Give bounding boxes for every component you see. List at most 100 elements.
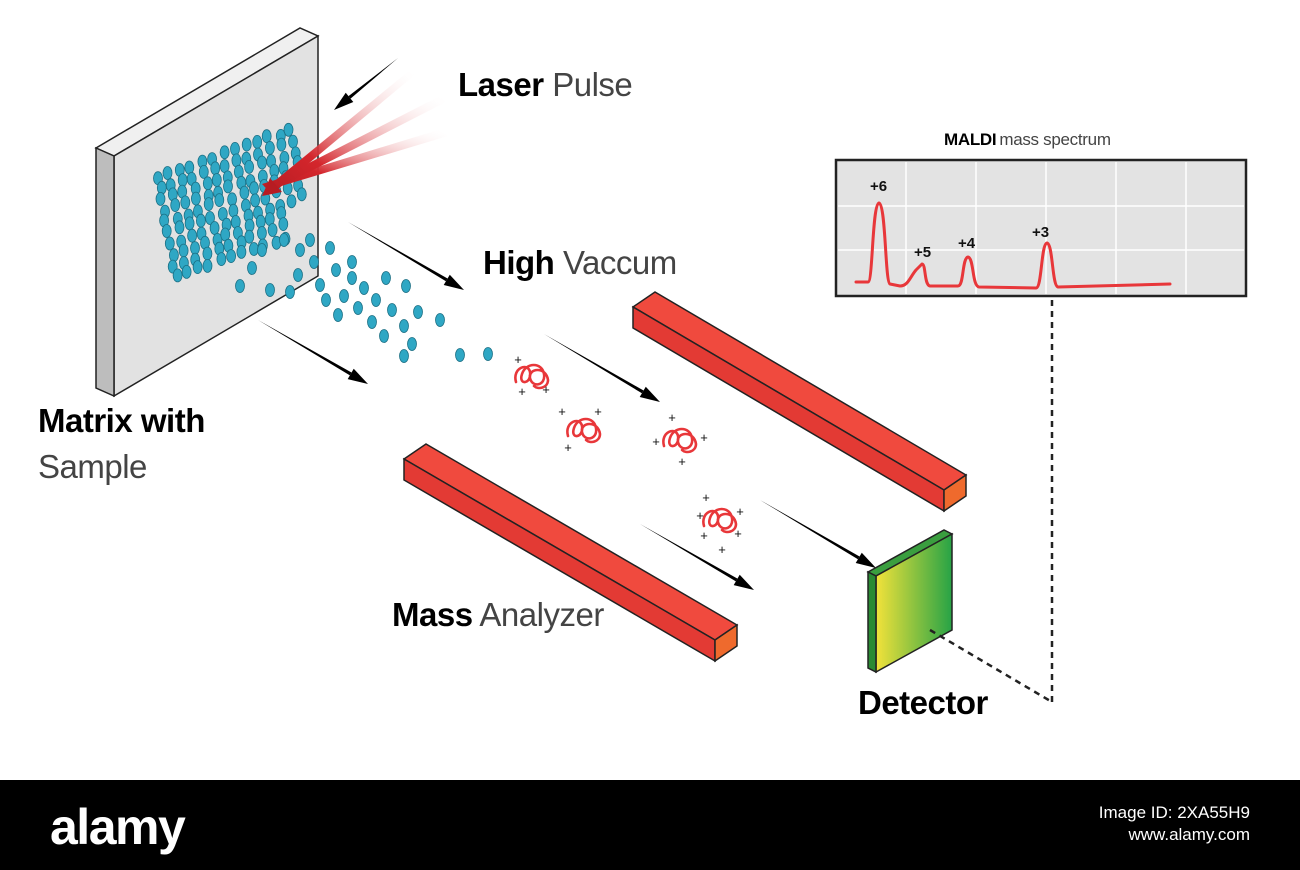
matrix-molecule — [219, 145, 230, 160]
desorbed-molecule — [257, 243, 267, 257]
desorbed-molecule — [407, 337, 417, 351]
matrix-molecule — [174, 220, 185, 235]
matrix-label-line1: Matrix with — [38, 402, 205, 440]
desorbed-molecule — [285, 285, 295, 299]
svg-text:+: + — [734, 526, 742, 541]
matrix-molecule — [214, 193, 225, 208]
desorbed-molecule — [247, 261, 257, 275]
matrix-molecule — [231, 153, 242, 168]
matrix-molecule — [230, 141, 240, 156]
laser-beams — [262, 70, 448, 196]
desorbed-molecule — [367, 315, 377, 329]
image-code: Image ID: 2XA55H9 www.alamy.com — [1099, 802, 1250, 846]
vacuum-label-bold: High — [483, 244, 555, 281]
maldi-diagram: ++++++++++++++++ — [94, 27, 1248, 704]
matrix-molecule — [172, 268, 183, 283]
high-vacuum-label: High Vaccum — [483, 244, 677, 282]
matrix-molecule — [181, 264, 192, 279]
matrix-label-light: Sample — [38, 448, 147, 485]
desorbed-molecule — [295, 243, 305, 257]
protein-ion: ++++++ — [696, 490, 744, 557]
peak-label-plus6: +6 — [870, 178, 888, 195]
desorbed-molecule — [235, 279, 245, 293]
matrix-molecule — [203, 197, 214, 212]
matrix-molecule — [249, 181, 259, 196]
matrix-molecule — [202, 258, 213, 273]
matrix-molecule — [187, 228, 198, 243]
desorbed-molecule — [331, 263, 341, 277]
desorbed-molecule — [455, 348, 465, 362]
desorbed-molecule — [371, 293, 381, 307]
desorbed-molecule — [399, 349, 409, 363]
peak-label-plus3: +3 — [1032, 224, 1050, 241]
svg-text:+: + — [514, 352, 522, 367]
matrix-molecule — [296, 187, 307, 202]
matrix-molecule — [226, 249, 237, 264]
desorbed-molecule — [333, 308, 343, 322]
svg-text:+: + — [564, 440, 572, 455]
desorbed-molecule — [325, 241, 335, 255]
matrix-molecule — [261, 129, 272, 144]
mass-label-bold: Mass — [392, 596, 473, 633]
trajectory-arrow — [348, 222, 464, 290]
matrix-molecule — [250, 193, 261, 208]
matrix-molecule — [241, 137, 252, 152]
protein-ions: ++++++++++++++++ — [514, 352, 744, 557]
desorbed-molecule — [321, 293, 331, 307]
upper-mass-analyzer-bar — [631, 291, 968, 513]
matrix-molecule — [248, 242, 259, 256]
svg-text:+: + — [718, 542, 726, 557]
svg-text:+: + — [736, 504, 744, 519]
matrix-label-line2: Sample — [38, 448, 147, 486]
matrix-molecule — [216, 252, 227, 267]
trajectory-arrow — [334, 58, 398, 110]
matrix-molecule — [267, 223, 278, 237]
matrix-molecule — [202, 246, 213, 261]
matrix-molecule — [190, 191, 201, 206]
desorbed-molecule — [399, 319, 409, 333]
desorbed-molecule — [309, 255, 319, 269]
spectrum-trace — [854, 201, 1172, 290]
matrix-molecule — [162, 166, 173, 180]
desorbed-molecule — [293, 268, 303, 282]
desorbed-molecule — [359, 281, 369, 295]
laser-label-bold: Laser — [458, 66, 544, 103]
lower-mass-analyzer-bar — [402, 443, 739, 663]
matrix-molecule — [239, 185, 250, 200]
svg-text:+: + — [668, 410, 676, 425]
svg-text:+: + — [696, 508, 704, 523]
matrix-molecule — [184, 160, 195, 175]
desorbed-molecule — [347, 255, 357, 269]
desorbed-molecule — [413, 305, 423, 319]
matrix-molecule — [190, 241, 200, 256]
matrix-molecule — [252, 134, 263, 149]
trajectory-arrow — [258, 320, 368, 384]
desorbed-molecule — [347, 271, 357, 285]
svg-text:+: + — [558, 404, 566, 419]
mass-label-light: Analyzer — [479, 596, 604, 633]
desorbed-molecule — [305, 233, 315, 247]
matrix-molecule — [283, 122, 294, 137]
mass-spectrum-panel — [834, 158, 1248, 298]
matrix-molecule — [184, 216, 195, 231]
matrix-molecule — [276, 137, 287, 152]
svg-text:+: + — [652, 434, 660, 449]
matrix-molecule — [170, 198, 181, 213]
peak-label-plus5: +5 — [914, 244, 932, 261]
matrix-molecule — [198, 164, 209, 179]
desorbed-molecule — [381, 271, 391, 285]
desorbed-molecule — [265, 283, 275, 297]
desorbed-molecule — [401, 279, 411, 293]
matrix-molecule — [177, 173, 188, 188]
laser-label-light: Pulse — [552, 66, 633, 103]
desorbed-molecule — [353, 301, 363, 315]
matrix-molecules — [153, 122, 493, 363]
detector-label-text: Detector — [858, 684, 988, 721]
desorbed-molecule — [483, 347, 493, 361]
trajectory-arrow — [760, 500, 876, 568]
matrix-molecule — [178, 243, 189, 258]
spectrum-title-light: mass spectrum — [999, 130, 1111, 149]
svg-text:+: + — [542, 382, 550, 397]
